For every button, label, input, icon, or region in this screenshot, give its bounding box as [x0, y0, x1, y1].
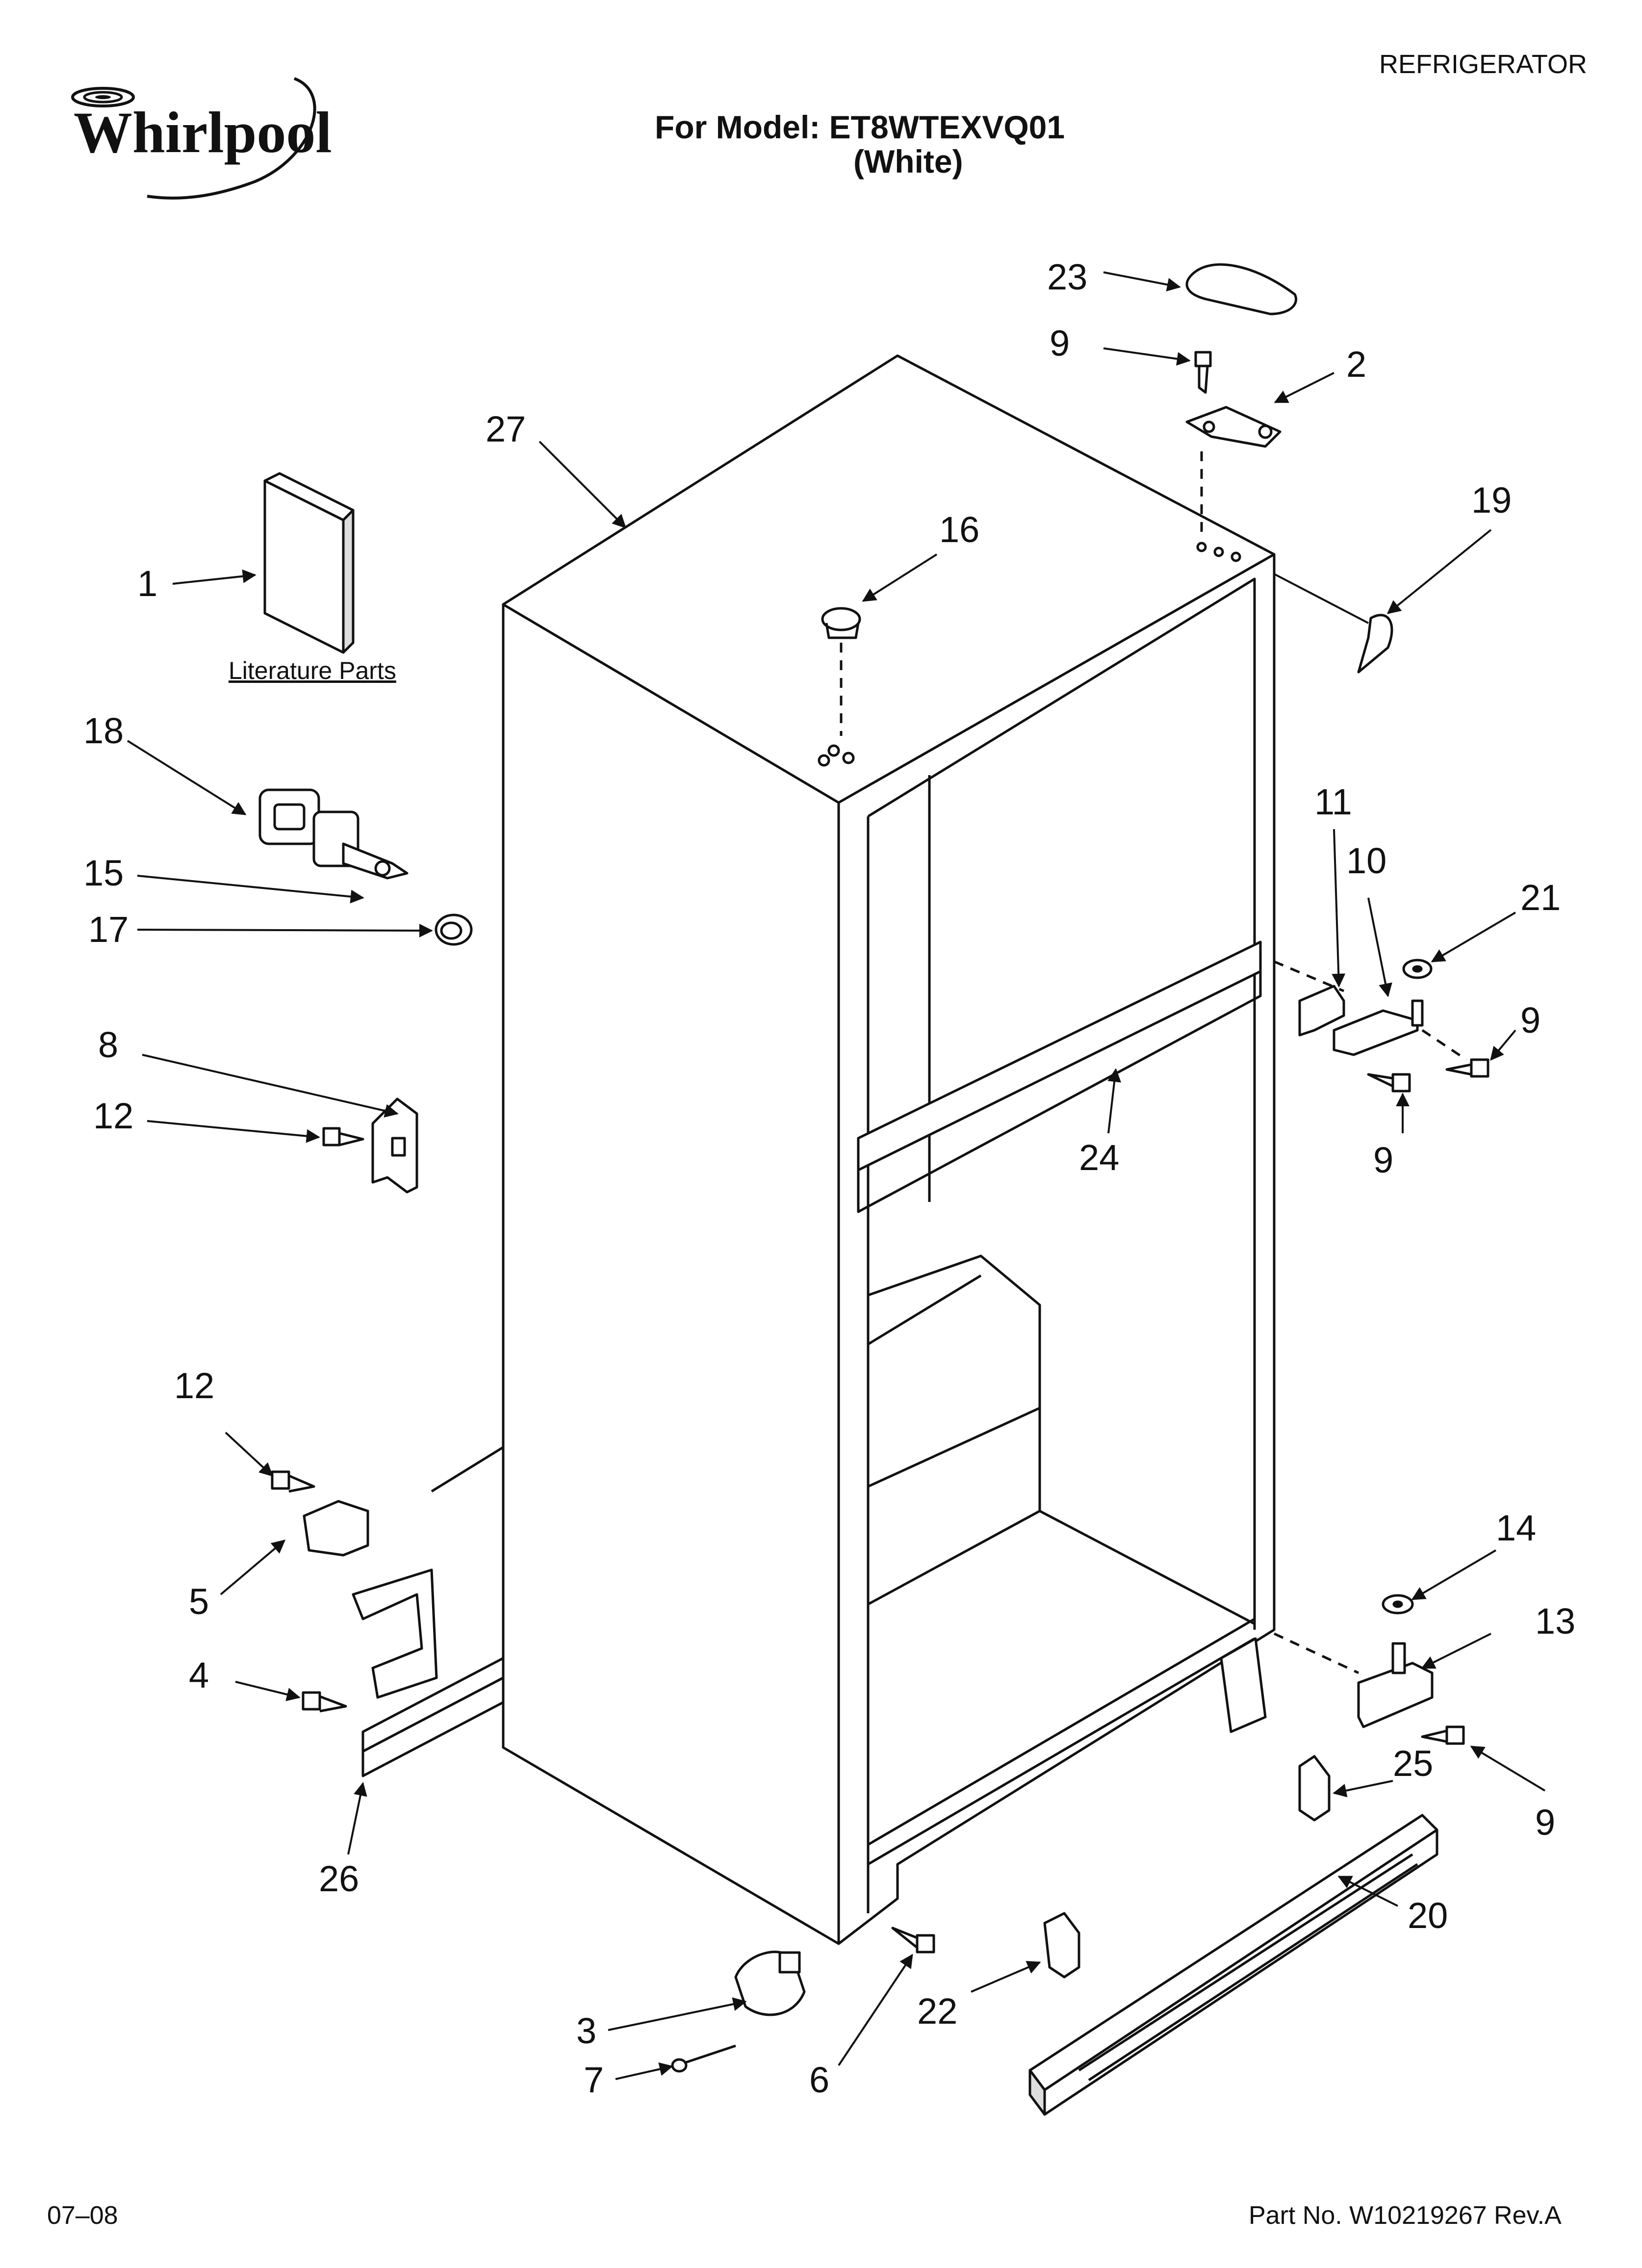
roller-pin [671, 2044, 736, 2073]
whirlpool-logo: Whirlpool [71, 77, 332, 200]
clip-screw-lower [271, 1470, 315, 1493]
callout-17: 17 [88, 909, 128, 950]
model-title: For Model: ET8WTEXVQ01 [655, 109, 1065, 145]
hinge-cover [1185, 263, 1297, 315]
center-hinge [1333, 999, 1424, 1056]
callout-7: 7 [584, 2059, 604, 2100]
bottom-hinge-screw [1421, 1725, 1465, 1745]
callout-27: 27 [486, 409, 526, 449]
color-variant: (White) [853, 143, 963, 180]
toe-grille [1028, 1814, 1438, 2116]
callout-16: 16 [939, 509, 979, 550]
callout-9-top: 9 [1050, 323, 1070, 364]
clip-screw-upper [322, 1127, 364, 1147]
lower-hinge-bracket [1220, 1637, 1267, 1733]
divider-bar [857, 940, 1262, 1213]
door-stop-pin [312, 810, 409, 880]
cabinet-bumper [1274, 573, 1393, 674]
callout-9-center-lower: 9 [1373, 1140, 1393, 1180]
revision-date: 07–08 [47, 2201, 118, 2230]
callout-25: 25 [1393, 1743, 1433, 1784]
leveling-leg [734, 1951, 806, 2016]
callout-6: 6 [809, 2059, 829, 2100]
door-stop-bushing [258, 788, 320, 845]
callout-18: 18 [83, 710, 124, 751]
grommet [435, 913, 473, 946]
callout-13: 13 [1535, 1601, 1575, 1642]
callout-12-upper: 12 [93, 1095, 133, 1136]
callout-12-lower: 12 [174, 1365, 214, 1406]
callout-1: 1 [137, 563, 157, 604]
callout-21: 21 [1520, 877, 1561, 918]
callout-22: 22 [917, 1991, 957, 2032]
part-number: Part No. W10219267 Rev.A [1249, 2201, 1562, 2230]
callout-8: 8 [98, 1024, 118, 1065]
callout-11: 11 [1314, 782, 1352, 822]
center-hinge-screw-right [1445, 1058, 1489, 1078]
literature-booklet [263, 472, 355, 654]
callout-5: 5 [189, 1581, 209, 1622]
callout-19: 19 [1471, 480, 1512, 521]
top-plug [818, 607, 861, 767]
grille-clip-right [1298, 1755, 1331, 1822]
literature-parts-label: Literature Parts [229, 657, 396, 684]
bracket [352, 1568, 438, 1699]
callout-14: 14 [1496, 1508, 1536, 1548]
top-hinge [1185, 406, 1282, 535]
bottom-hinge-washer [1382, 1594, 1414, 1615]
callout-23: 23 [1047, 257, 1087, 297]
callout-3: 3 [576, 2010, 596, 2051]
callout-10: 10 [1346, 840, 1386, 881]
hinge-washer [1402, 959, 1433, 979]
callout-24: 24 [1079, 1137, 1119, 1178]
bottom-hinge [1357, 1642, 1434, 1728]
callout-20: 20 [1408, 1895, 1448, 1936]
kick-plate [361, 1657, 505, 1777]
callout-26: 26 [319, 1858, 359, 1899]
cord-clamp [303, 1500, 369, 1557]
callout-4: 4 [189, 1655, 209, 1695]
callout-2: 2 [1346, 344, 1366, 385]
callout-15: 15 [83, 853, 124, 893]
hinge-screw-top [1194, 351, 1212, 394]
leg-screw [891, 1927, 935, 1954]
bracket-screw [302, 1691, 347, 1713]
category-label: REFRIGERATOR [1379, 50, 1588, 79]
refrigerator-cabinet [382, 354, 1276, 1945]
callout-9-center-right: 9 [1520, 1000, 1540, 1041]
logo-wordmark: Whirlpool [74, 100, 332, 165]
grille-clip-left [1043, 1912, 1080, 1979]
wire-clip [371, 1097, 418, 1194]
callout-9-bottom: 9 [1535, 1802, 1555, 1843]
center-hinge-screw-lower [1367, 1073, 1411, 1093]
